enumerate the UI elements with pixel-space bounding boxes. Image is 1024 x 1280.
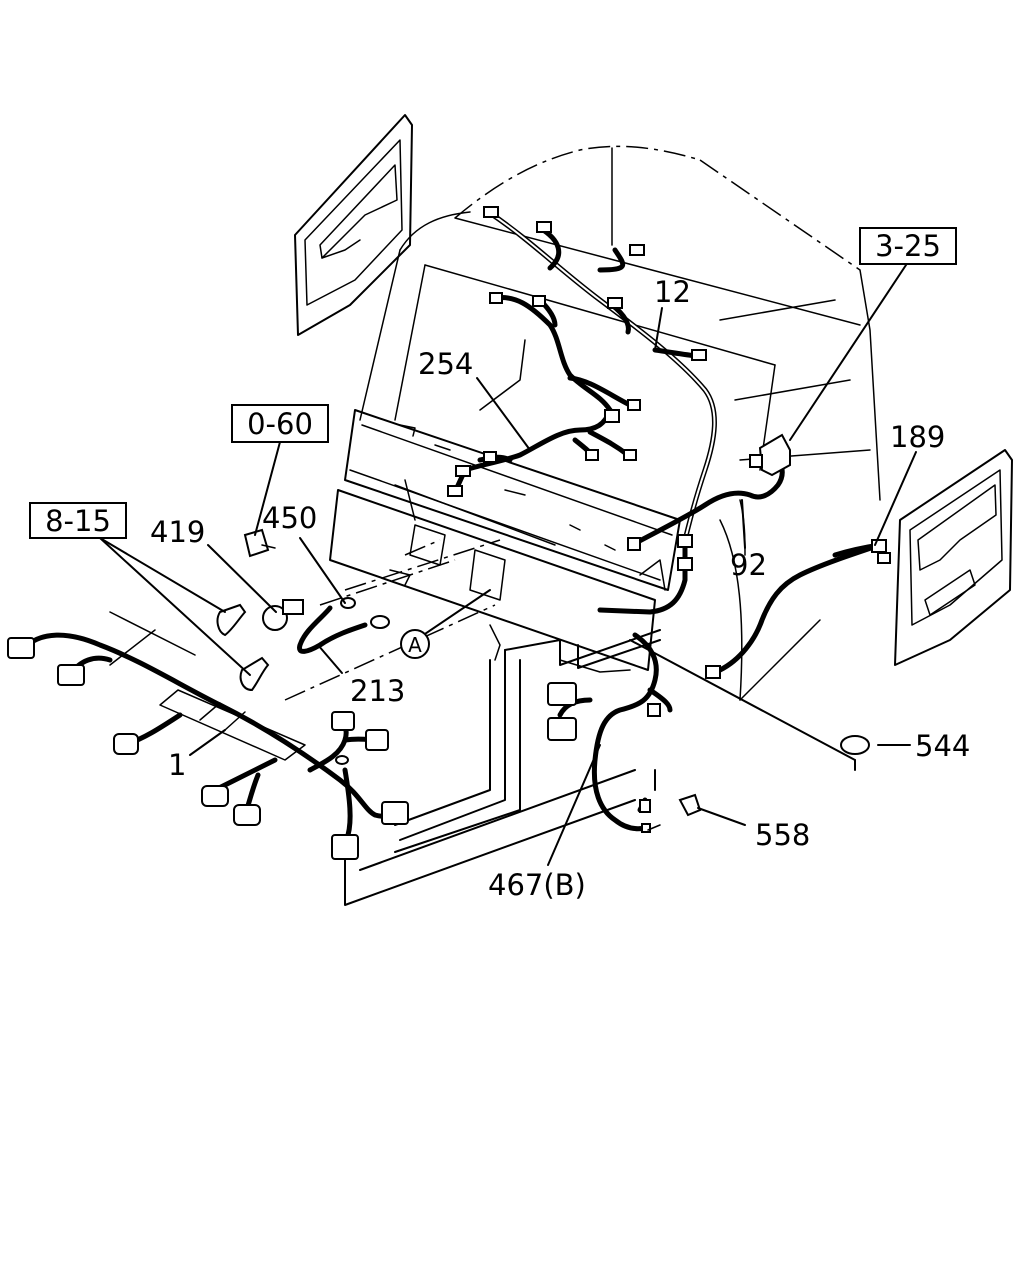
ref-label-8-15: 8-15 [45,504,111,538]
view-marker-a: A [400,629,430,659]
part-label-213: 213 [350,674,405,708]
part-label-467b: 467(B) [488,868,586,902]
part-label-254: 254 [418,347,473,381]
small-parts [647,735,870,831]
main-harness-connectors [7,637,409,860]
part-label-558: 558 [755,818,810,852]
dash-connectors [447,292,641,497]
harness-92 [627,433,791,556]
part-label-1: 1 [168,748,186,782]
part-label-92: 92 [730,548,767,582]
ref-box-8-15: 8-15 [29,502,127,539]
ref-label-0-60: 0-60 [247,407,313,441]
part-label-419: 419 [150,515,205,549]
part-label-12: 12 [654,275,691,309]
clips [216,603,270,692]
roof-harness [487,210,717,615]
frame-lines [284,539,661,906]
roof-connectors [483,206,707,571]
right-door [894,449,1013,666]
ref-box-3-25: 3-25 [859,227,957,265]
front-harness [547,632,673,833]
part-label-544: 544 [915,729,970,763]
ref-box-0-60: 0-60 [231,404,329,443]
bolts [243,528,390,654]
leader-lines [99,261,917,866]
part-label-189: 189 [890,420,945,454]
dash-harness [452,294,633,495]
ref-label-3-25: 3-25 [875,229,941,263]
left-door [294,114,413,336]
view-marker-label: A [408,633,422,657]
part-labels: 12 254 189 92 419 450 213 1 544 558 467(… [150,275,970,902]
part-label-450: 450 [262,501,317,535]
